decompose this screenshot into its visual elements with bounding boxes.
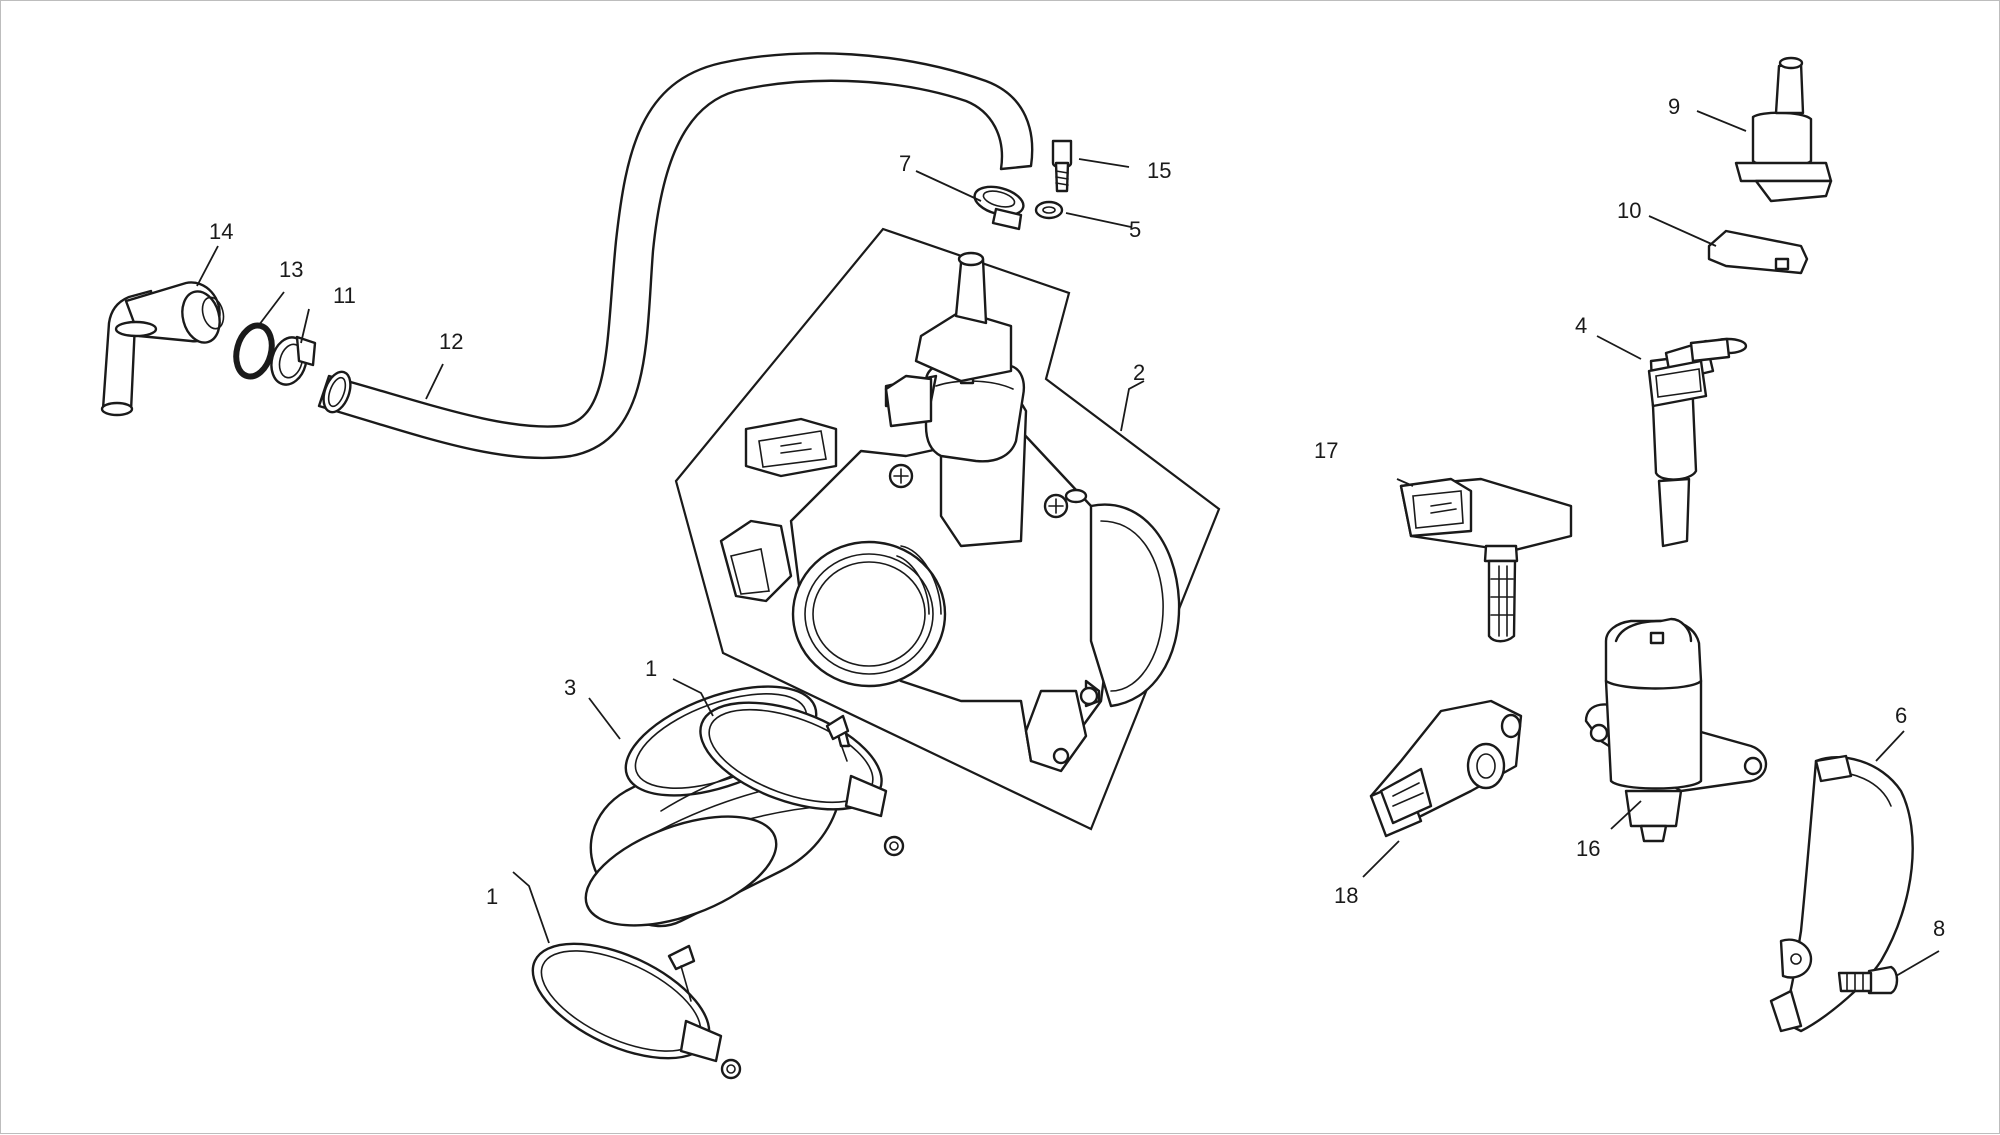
callout-16: 16 [1576, 836, 1600, 861]
part-band-clamp-1-upper[interactable] [686, 681, 905, 857]
callout-1-upper: 1 [645, 656, 657, 681]
callout-13: 13 [279, 257, 303, 282]
part-screw-8[interactable] [1837, 965, 1899, 995]
callout-15: 15 [1147, 158, 1171, 183]
leader-lines [196, 110, 1940, 977]
callout-9: 9 [1668, 94, 1680, 119]
part-washer-5[interactable] [1034, 200, 1064, 220]
part-elbow-fitting-14[interactable] [100, 281, 227, 417]
part-map-sensor-17[interactable] [1399, 477, 1573, 643]
part-o-ring-13[interactable] [231, 321, 277, 380]
part-screw-15[interactable] [1051, 139, 1073, 193]
callout-8: 8 [1933, 916, 1945, 941]
part-hose-clamp-11[interactable] [266, 333, 317, 388]
part-band-clamp-1-lower[interactable] [516, 920, 742, 1082]
callout-6: 6 [1895, 703, 1907, 728]
part-hose-clamp-7[interactable] [971, 182, 1026, 231]
callout-12: 12 [439, 329, 463, 354]
callout-4: 4 [1575, 313, 1587, 338]
callout-7: 7 [899, 151, 911, 176]
part-hose-12[interactable] [317, 52, 1034, 460]
callout-labels: 1 3 1 2 4 5 6 7 8 9 10 11 12 13 14 15 16… [209, 94, 1945, 941]
callout-1-lower: 1 [486, 884, 498, 909]
callout-11: 11 [333, 283, 356, 308]
part-idle-valve-16[interactable] [1584, 617, 1768, 843]
callout-3: 3 [564, 675, 576, 700]
callout-18: 18 [1334, 883, 1358, 908]
part-throttle-body-2[interactable] [719, 251, 1181, 773]
part-sensor-9[interactable] [1734, 56, 1833, 203]
part-tps-sensor-18[interactable] [1369, 699, 1523, 838]
callout-10: 10 [1617, 198, 1641, 223]
callout-2: 2 [1133, 360, 1145, 385]
part-clip-10[interactable] [1707, 229, 1809, 275]
callout-14: 14 [209, 219, 233, 244]
callout-17: 17 [1314, 438, 1338, 463]
part-cover-6[interactable] [1769, 754, 1914, 1033]
part-fuel-injector-4[interactable] [1647, 337, 1748, 548]
callout-5: 5 [1129, 217, 1141, 242]
